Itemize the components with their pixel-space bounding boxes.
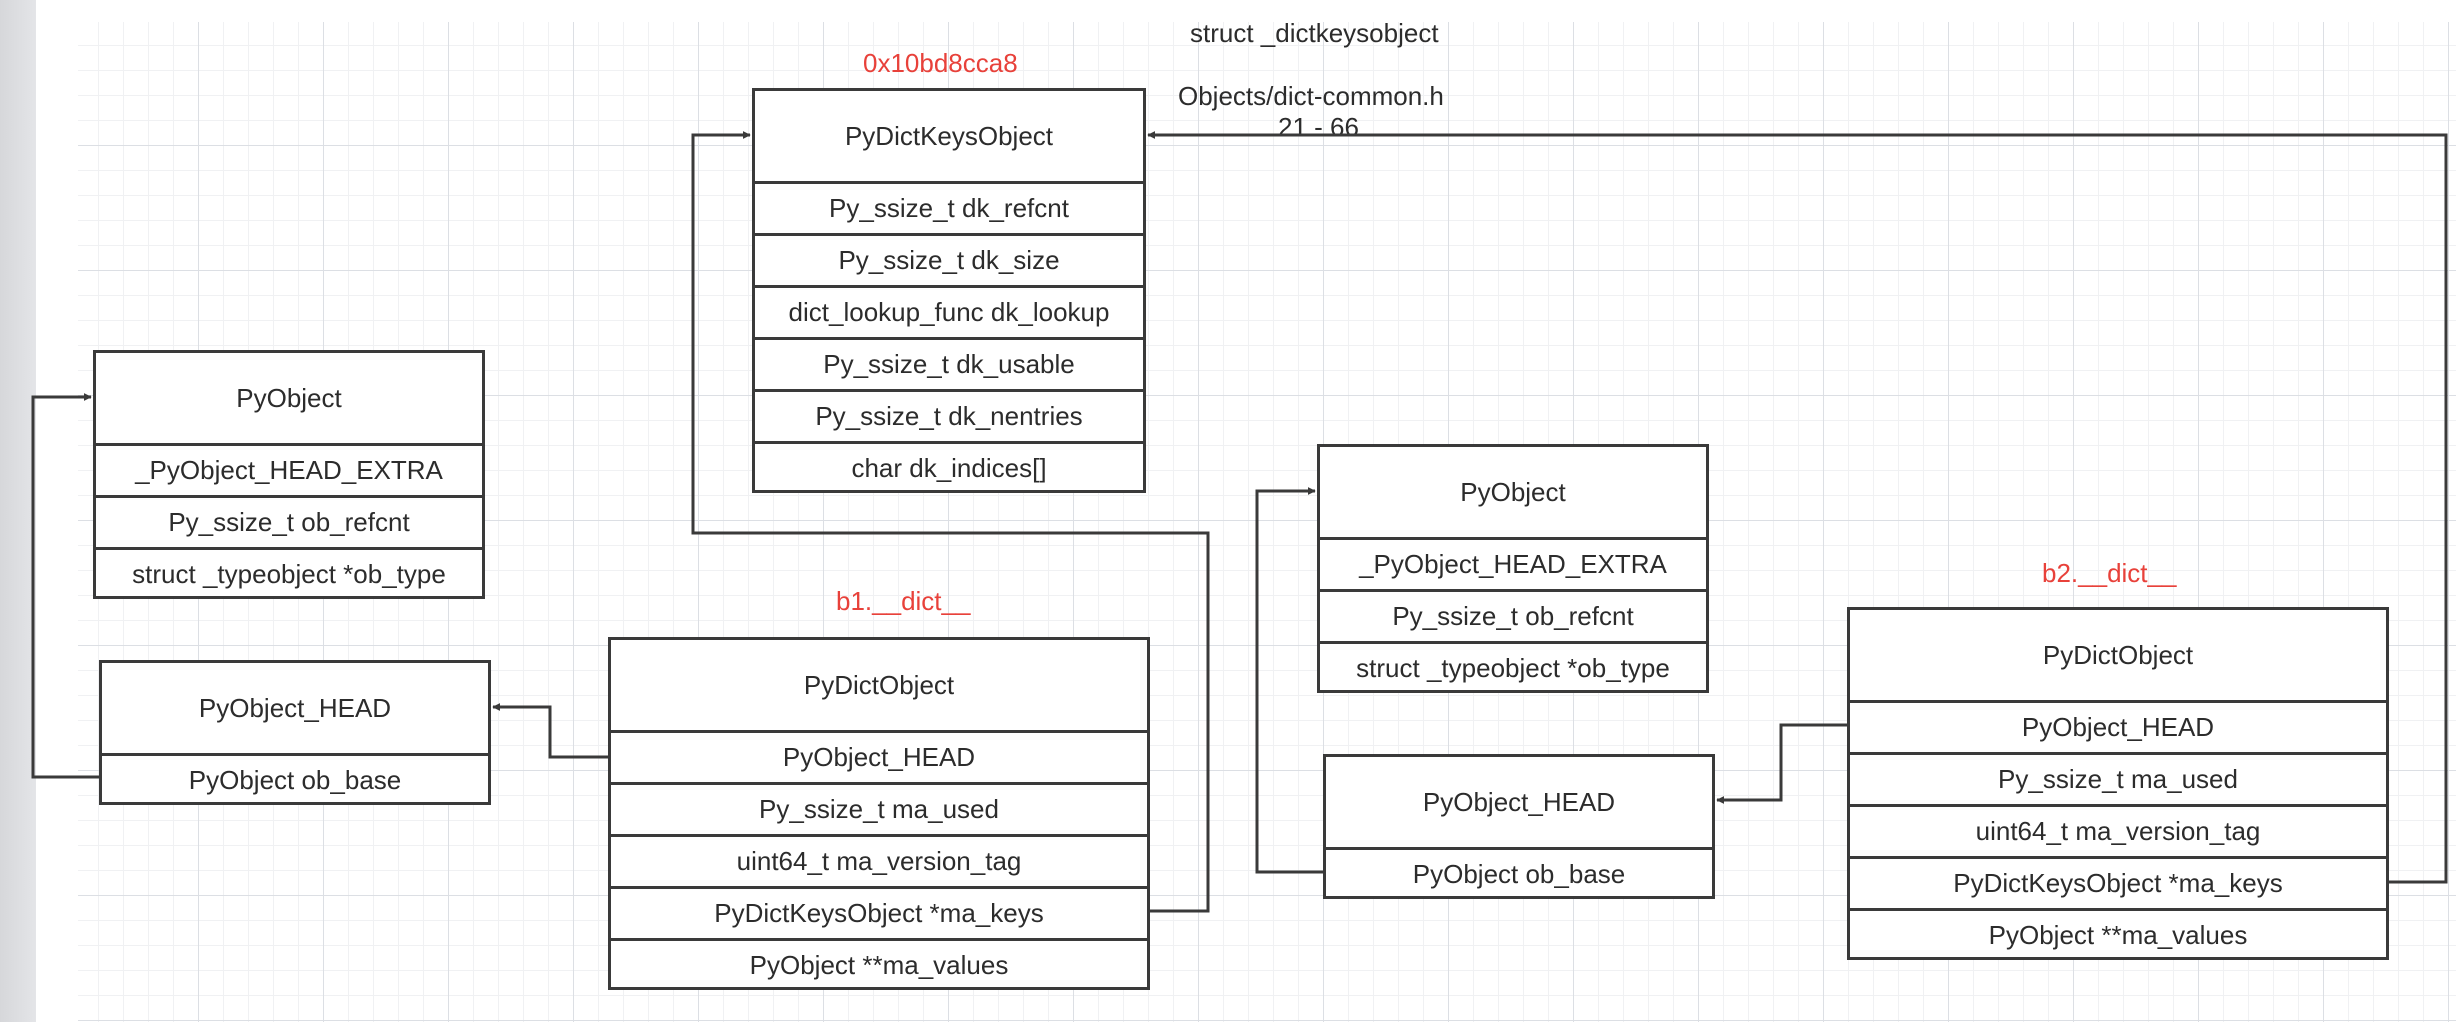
field-ob-refcnt-right: Py_ssize_t ob_refcnt (1320, 589, 1706, 641)
field-ob-base-left: PyObject ob_base (102, 753, 488, 805)
field-ma-values-b1: PyObject **ma_values (611, 938, 1147, 990)
b2-ma-keys-to-dict-keys-connector (1147, 131, 2448, 884)
b2-dict-label: b2.__dict__ (2042, 558, 2177, 588)
field-dk-size: Py_ssize_t dk_size (755, 233, 1143, 285)
pyobject-head-box-left[interactable]: PyObject_HEAD PyObject ob_base (99, 660, 491, 805)
field-ma-values-b2: PyObject **ma_values (1850, 908, 2386, 960)
field-ma-version-tag-b1: uint64_t ma_version_tag (611, 834, 1147, 886)
left-ob-base-to-pyobject-connector (31, 393, 99, 779)
dict-object-box-b1[interactable]: PyDictObject PyObject_HEAD Py_ssize_t ma… (608, 637, 1150, 990)
field-ob-head-b2: PyObject_HEAD (1850, 700, 2386, 752)
dict-object-b1-title: PyDictObject (803, 669, 955, 700)
field-ma-keys-b2: PyDictKeysObject *ma_keys (1850, 856, 2386, 908)
field-dk-usable: Py_ssize_t dk_usable (755, 337, 1143, 389)
struct-title-label: struct _dictkeysobject (1190, 18, 1439, 48)
pyobject-box-right[interactable]: PyObject _PyObject_HEAD_EXTRA Py_ssize_t… (1317, 444, 1709, 693)
field-ob-type-left: struct _typeobject *ob_type (96, 547, 482, 599)
dict-keys-object-box[interactable]: PyDictKeysObject Py_ssize_t dk_refcnt Py… (752, 88, 1146, 493)
field-ob-base-right: PyObject ob_base (1326, 847, 1712, 899)
field-dk-nentries: Py_ssize_t dk_nentries (755, 389, 1143, 441)
field-ma-used-b2: Py_ssize_t ma_used (1850, 752, 2386, 804)
pyobject-left-title: PyObject (236, 382, 342, 413)
pyobject-box-left[interactable]: PyObject _PyObject_HEAD_EXTRA Py_ssize_t… (93, 350, 485, 599)
field-ma-version-tag-b2: uint64_t ma_version_tag (1850, 804, 2386, 856)
b1-ma-keys-to-dict-keys-connector (691, 131, 1210, 913)
source-lines-label: 21 - 66 (1278, 112, 1359, 142)
field-ob-type-right: struct _typeobject *ob_type (1320, 641, 1706, 693)
right-ob-base-to-pyobject-connector (1255, 487, 1323, 874)
field-head-extra-left: _PyObject_HEAD_EXTRA (96, 443, 482, 495)
dict-keys-object-title: PyDictKeysObject (844, 120, 1054, 151)
field-dk-refcnt: Py_ssize_t dk_refcnt (755, 181, 1143, 233)
dict-object-b2-title: PyDictObject (2042, 639, 2194, 670)
field-ma-keys-b1: PyDictKeysObject *ma_keys (611, 886, 1147, 938)
window-edge (0, 0, 36, 1022)
field-head-extra-right: _PyObject_HEAD_EXTRA (1320, 537, 1706, 589)
b1-dict-label: b1.__dict__ (836, 586, 971, 616)
field-ob-refcnt-left: Py_ssize_t ob_refcnt (96, 495, 482, 547)
field-dk-indices: char dk_indices[] (755, 441, 1143, 493)
pyobject-right-title: PyObject (1460, 476, 1566, 507)
field-ob-head-b1: PyObject_HEAD (611, 730, 1147, 782)
pyobject-head-right-title: PyObject_HEAD (1422, 786, 1616, 817)
pyobject-head-left-title: PyObject_HEAD (198, 692, 392, 723)
canvas-top-margin (36, 0, 2456, 22)
field-dk-lookup: dict_lookup_func dk_lookup (755, 285, 1143, 337)
b2-ob-head-to-pyobject-head-connector (1716, 723, 1847, 804)
b1-ob-head-to-pyobject-head-connector (492, 703, 608, 759)
canvas-gutter (36, 0, 78, 1022)
dict-object-box-b2[interactable]: PyDictObject PyObject_HEAD Py_ssize_t ma… (1847, 607, 2389, 960)
source-file-label: Objects/dict-common.h (1178, 81, 1444, 111)
keys-address-label: 0x10bd8cca8 (863, 48, 1018, 78)
field-ma-used-b1: Py_ssize_t ma_used (611, 782, 1147, 834)
pyobject-head-box-right[interactable]: PyObject_HEAD PyObject ob_base (1323, 754, 1715, 899)
